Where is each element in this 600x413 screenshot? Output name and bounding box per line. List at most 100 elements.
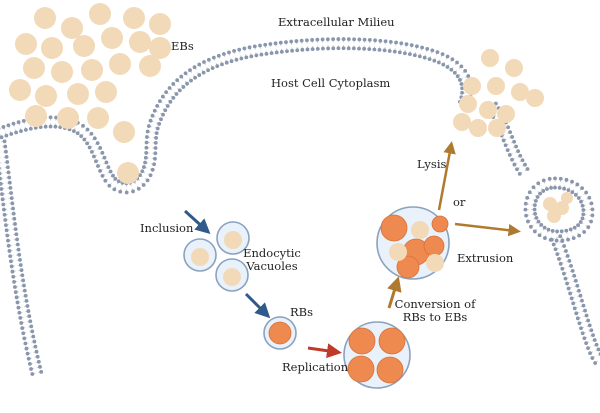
extruded-eb: [543, 197, 557, 211]
lipid-head: [0, 181, 3, 186]
lipid-head: [216, 53, 221, 58]
converting-eb: [389, 243, 407, 261]
lipid-head: [512, 139, 516, 144]
lipid-head: [430, 48, 435, 53]
lipid-head: [565, 281, 569, 286]
lipid-head: [560, 266, 565, 271]
lipid-head: [581, 212, 586, 217]
lipid-head: [346, 37, 351, 42]
lipid-head: [27, 361, 32, 366]
lipid-head: [148, 118, 153, 123]
lipid-head: [285, 49, 289, 54]
lipid-head: [140, 169, 145, 174]
lipid-head: [29, 367, 33, 371]
lipid-head: [112, 187, 117, 192]
lipid-head: [185, 81, 190, 86]
lipid-head: [18, 315, 23, 320]
lipid-head: [564, 249, 568, 253]
lipid-head: [22, 336, 27, 341]
lipid-head: [558, 176, 563, 181]
lipid-head: [0, 171, 2, 176]
lipid-head: [154, 136, 158, 140]
lipid-head: [224, 60, 229, 65]
lipid-head: [563, 276, 568, 281]
lysis-released-eb: [479, 101, 497, 119]
extracellular-eb: [61, 17, 83, 39]
lipid-head: [289, 39, 294, 44]
lipid-head: [459, 82, 464, 86]
reticulate-body: [348, 327, 376, 355]
lipid-head: [460, 86, 465, 91]
lipid-head: [141, 183, 146, 187]
lipid-head: [553, 185, 557, 190]
lipid-head: [118, 189, 123, 194]
lipid-head: [587, 195, 592, 200]
lipid-head: [28, 126, 33, 131]
lipid-head: [584, 190, 589, 195]
lipid-head: [102, 155, 107, 160]
endocytic-vacuoles-label: Endocytic Vacuoles: [240, 247, 304, 272]
lipid-head: [577, 233, 582, 238]
lipid-head: [331, 37, 336, 42]
lysis-released-eb: [459, 95, 477, 113]
lipid-head: [542, 225, 547, 230]
lipid-head: [5, 160, 10, 164]
lipid-head: [572, 225, 577, 230]
lipid-head: [258, 43, 262, 48]
lipid-head: [357, 46, 361, 51]
lipid-head: [435, 50, 440, 55]
lipid-head: [445, 54, 450, 59]
lipid-head: [33, 344, 38, 349]
lipid-head: [373, 38, 378, 43]
lipid-head: [532, 229, 537, 234]
lipid-head: [11, 206, 15, 211]
lipid-head: [304, 38, 309, 43]
lipid-head: [30, 372, 35, 376]
lipid-head: [215, 64, 220, 69]
lipid-head: [53, 124, 58, 129]
lipid-head: [247, 45, 252, 50]
lipid-head: [562, 271, 566, 276]
lipid-head: [336, 46, 341, 51]
lipid-head: [94, 159, 98, 164]
lipid-head: [85, 141, 90, 146]
lipid-head: [577, 288, 581, 293]
lipid-head: [7, 180, 12, 185]
lipid-head: [382, 48, 387, 53]
lipid-head: [590, 207, 595, 212]
lipid-head: [98, 169, 103, 173]
lipid-head: [174, 92, 179, 96]
lipid-head: [197, 73, 202, 77]
lipid-head: [582, 230, 587, 234]
lipid-head: [92, 154, 96, 159]
lysis-released-eb: [487, 77, 505, 95]
lipid-head: [175, 78, 180, 83]
lipid-head: [378, 38, 383, 43]
lipid-head: [17, 252, 22, 257]
lipid-head: [377, 47, 382, 52]
process-arrows: [183, 141, 521, 359]
extracellular-eb: [139, 55, 161, 77]
reticulate-body: [380, 214, 408, 242]
lipid-head: [36, 359, 41, 364]
lipid-head: [532, 203, 537, 208]
extracellular-milieu-label: Extracellular Milieu: [278, 15, 395, 29]
lipid-head: [455, 60, 459, 65]
lipid-head: [274, 50, 279, 55]
lipid-head: [584, 341, 589, 346]
lipid-head: [527, 190, 532, 195]
lipid-head: [108, 169, 113, 174]
extracellular-eb: [87, 107, 109, 129]
lipid-head: [15, 242, 20, 247]
lipid-head: [412, 53, 417, 58]
lipid-head: [586, 318, 591, 323]
lipid-head: [458, 78, 462, 82]
extracellular-eb: [89, 3, 111, 25]
lipid-head: [553, 247, 558, 252]
lipid-head: [523, 207, 528, 212]
lipid-head: [163, 108, 168, 113]
lysis-released-eb: [505, 59, 523, 77]
lipid-head: [16, 120, 21, 125]
lipid-head: [326, 46, 331, 51]
lipid-head: [575, 283, 580, 288]
